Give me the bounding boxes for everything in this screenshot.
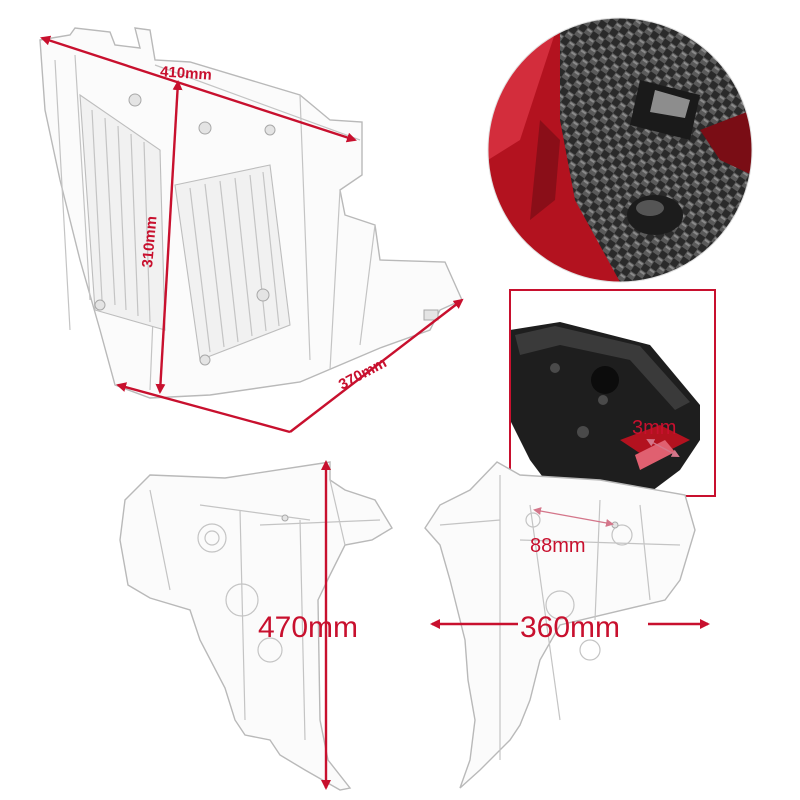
hole-spacing-label: 88mm bbox=[530, 535, 586, 557]
height-label: 310mm bbox=[139, 215, 160, 268]
bolt bbox=[264, 124, 276, 136]
width-arrow bbox=[40, 35, 357, 143]
belly-pan-right-vents bbox=[174, 164, 291, 361]
bolt bbox=[256, 288, 270, 302]
hole-spacing-arrow bbox=[533, 507, 614, 527]
depth-arrow-left bbox=[116, 382, 291, 434]
left-side-panel-view: 470mm bbox=[119, 460, 393, 791]
bolt bbox=[199, 354, 211, 366]
bolt bbox=[198, 121, 212, 135]
depth-arrow-right bbox=[289, 298, 464, 433]
side-height-label: 470mm bbox=[258, 611, 358, 644]
bolt bbox=[128, 93, 142, 107]
right-side-panel-view: 88mm 360mm bbox=[424, 461, 710, 789]
belly-pan-view: 410mm 310mm 370mm bbox=[39, 27, 464, 434]
thickness-label: 3mm bbox=[632, 417, 676, 439]
thickness-arrow bbox=[646, 439, 680, 457]
bolt bbox=[94, 299, 106, 311]
height-arrow bbox=[155, 80, 183, 394]
thickness-inset: 3mm bbox=[509, 289, 716, 497]
tab bbox=[423, 309, 439, 321]
carbon-closeup-photo bbox=[488, 18, 752, 282]
width-label: 410mm bbox=[160, 63, 213, 84]
side-width-label: 360mm bbox=[520, 611, 620, 644]
mount-hole bbox=[591, 366, 619, 394]
